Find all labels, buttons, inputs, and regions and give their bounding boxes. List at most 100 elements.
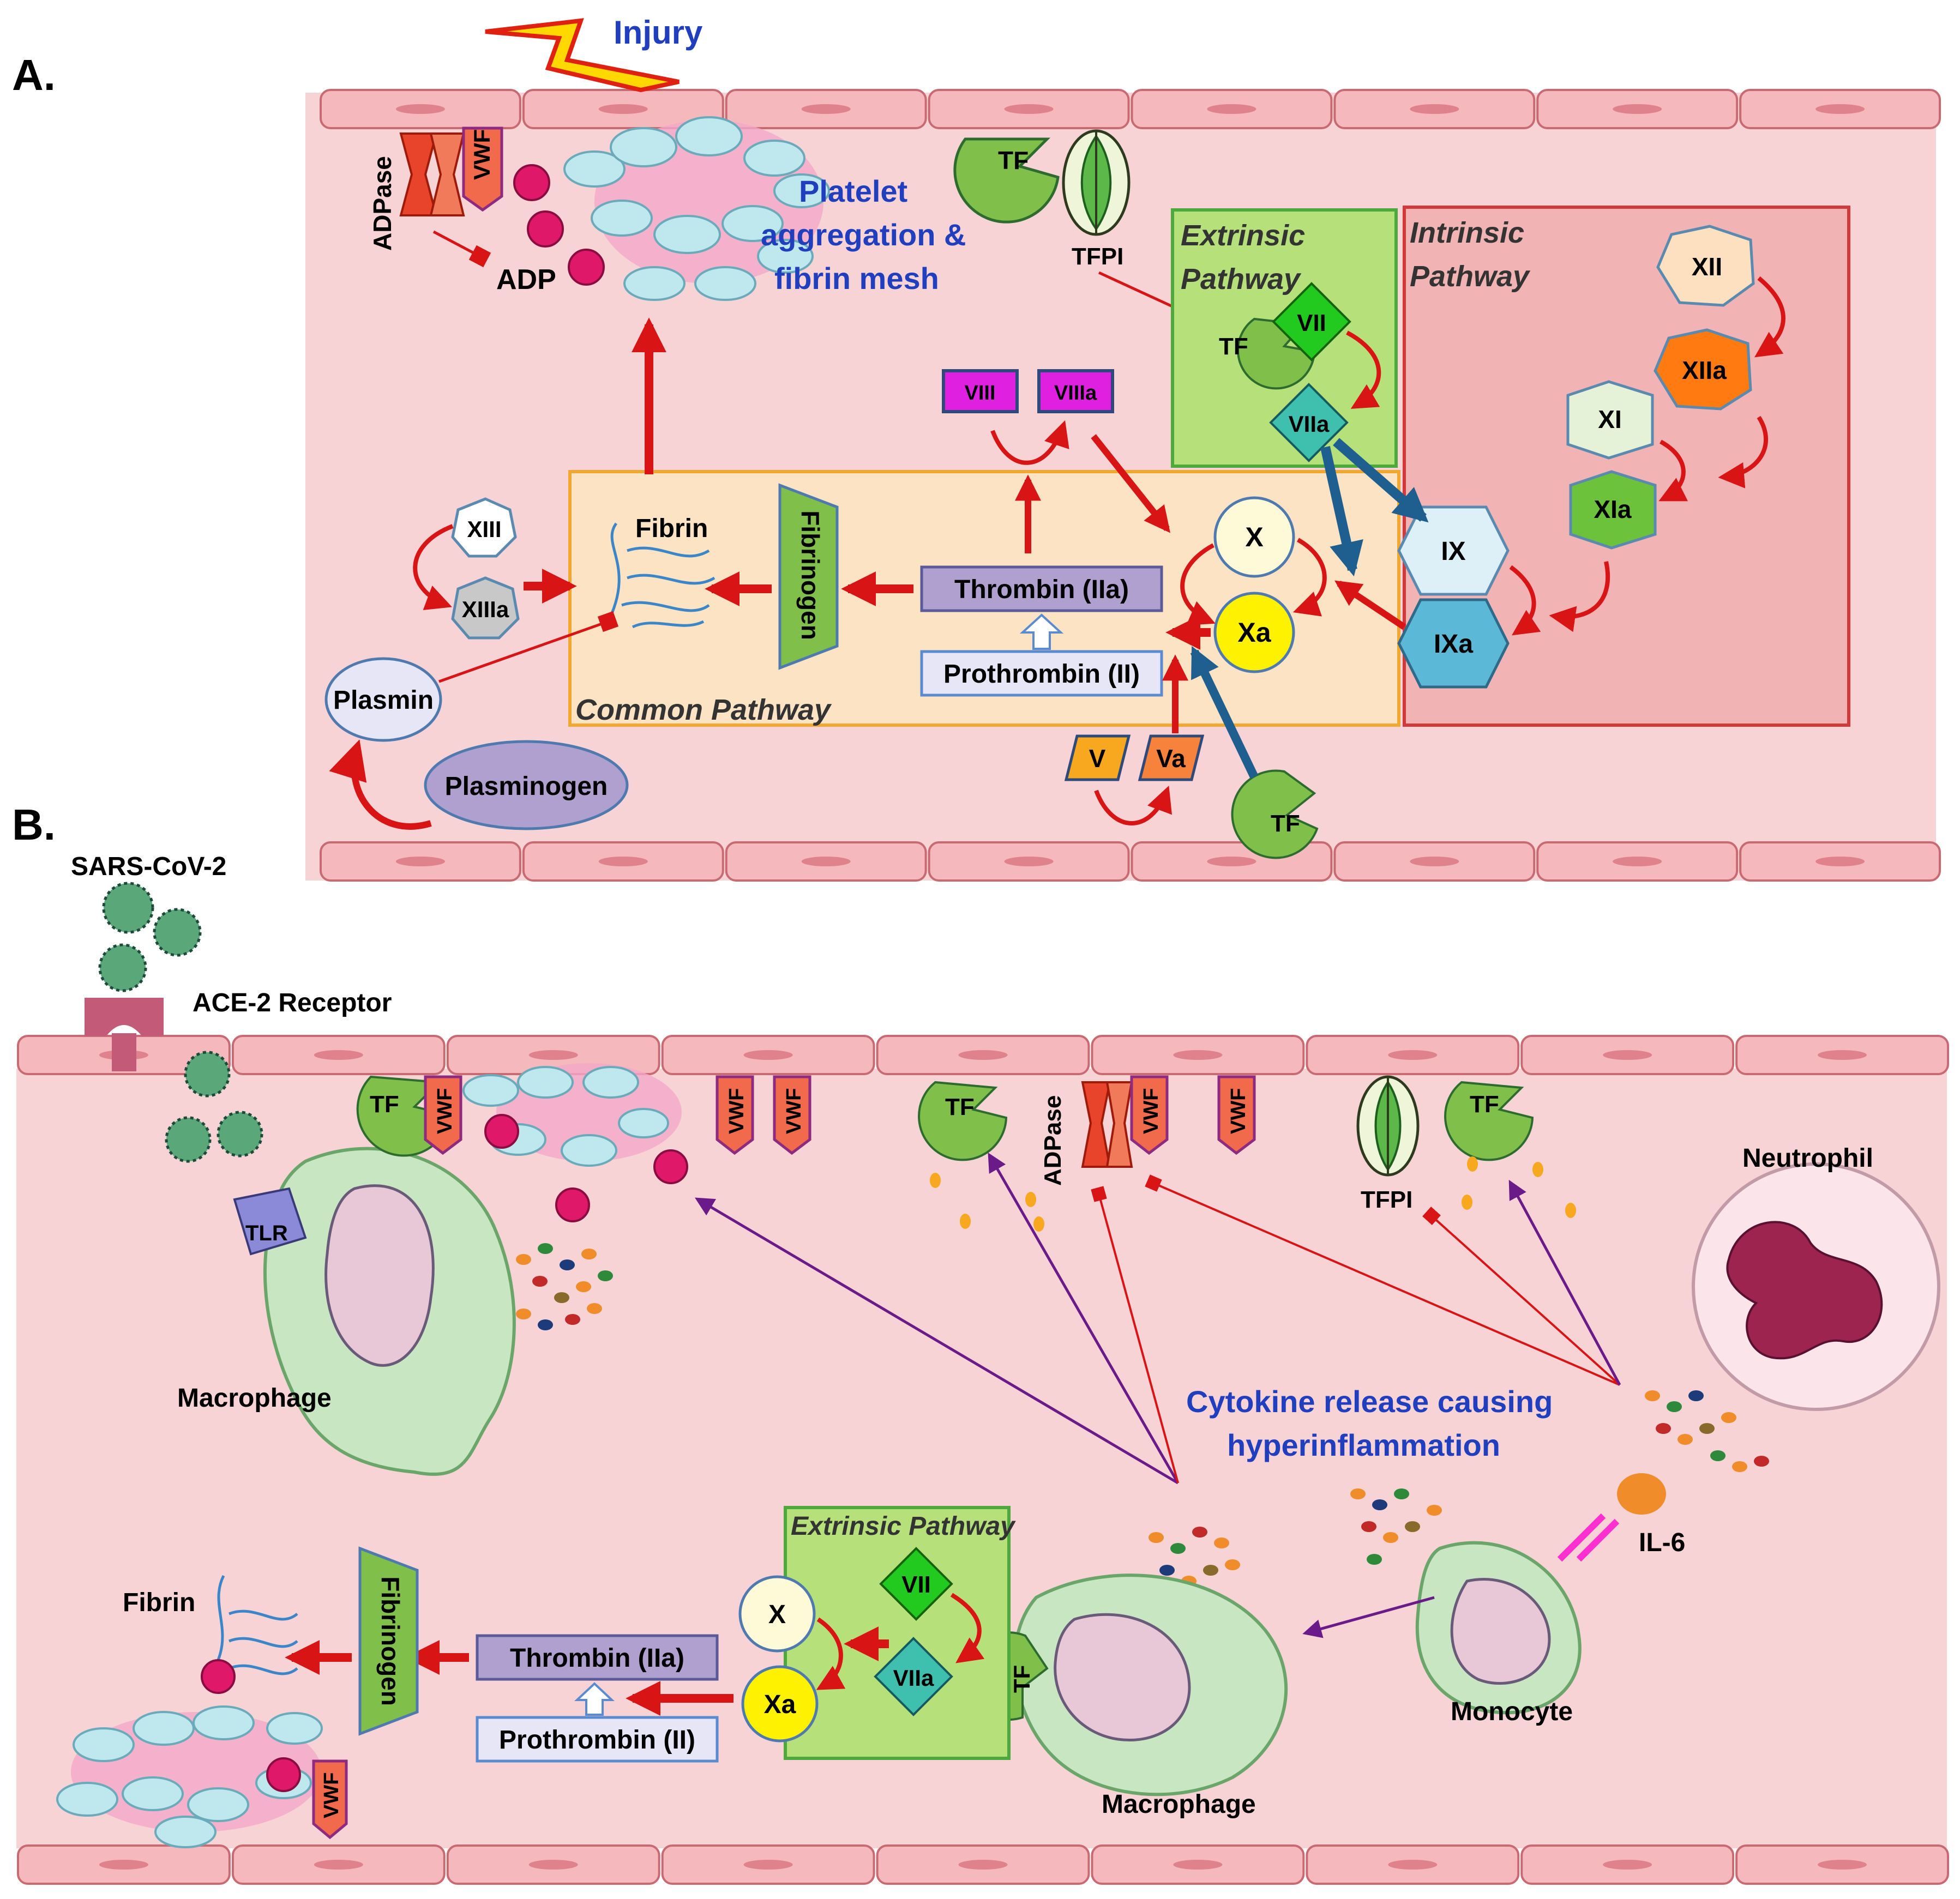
vwf-icon-b2: VWF (716, 1075, 754, 1155)
ix-to-ixa-arrow (1509, 565, 1541, 636)
endothelial-nucleus (1207, 104, 1256, 114)
endothelial-nucleus (1818, 1050, 1867, 1060)
adpase-icon-b (1081, 1081, 1133, 1168)
tfpi-icon-top (1062, 129, 1131, 236)
endothelial-nucleus (958, 1860, 1008, 1870)
prothrombin-to-thrombin-arrow (1019, 613, 1064, 650)
svg-text:VIII: VIII (964, 382, 995, 405)
endothelial-nucleus (801, 104, 851, 114)
factor-v-icon: V (1064, 734, 1131, 781)
svg-text:Prothrombin (II): Prothrombin (II) (943, 660, 1140, 689)
adpase-label: ADPase (368, 156, 396, 251)
tfpi-label-b: TFPI (1361, 1186, 1412, 1213)
factor-vii-icon: VII (1272, 282, 1351, 361)
xi-to-xia-arrow (1658, 439, 1688, 502)
vwf-icon-b4: VWF (1130, 1075, 1169, 1155)
plasmin-node: Plasmin (324, 657, 442, 742)
svg-text:TF: TF (1470, 1091, 1499, 1118)
svg-text:VWF: VWF (320, 1773, 343, 1818)
svg-text:XIIIa: XIIIa (462, 596, 509, 622)
prothrombin-to-thrombin-arrow-b (574, 1682, 615, 1716)
vwf-icon-b3: VWF (773, 1075, 811, 1155)
endothelial-nucleus (395, 104, 445, 114)
svg-text:VWF: VWF (1140, 1088, 1163, 1134)
prothrombin-box-b: Prothrombin (II) (476, 1716, 719, 1763)
extrinsic-pathway-box-b (784, 1506, 1011, 1760)
svg-text:VWF: VWF (783, 1088, 805, 1134)
x-to-xa-arrow-left (1180, 543, 1216, 625)
factor-xi-icon: XI (1566, 380, 1654, 460)
platelet-caption: Platelet aggregation & fibrin mesh (761, 174, 975, 296)
tlr-icon: TLR (233, 1187, 307, 1256)
endothelial-nucleus (1388, 1860, 1438, 1870)
cytokine-caption: Cytokine release causing hyperinflammati… (1186, 1384, 1561, 1462)
vii-to-viia-arrow (1346, 330, 1381, 409)
viia-activates-ix-arrow (1333, 438, 1429, 523)
il6-label: IL-6 (1639, 1528, 1685, 1557)
factor-x-icon: X (1213, 496, 1295, 578)
xia-activates-ix-arrow (1549, 561, 1610, 632)
adpase-label-b: ADPase (1039, 1095, 1066, 1186)
endothelial-nucleus (1818, 1860, 1867, 1870)
thrombin-box: Thrombin (IIa) (920, 565, 1163, 612)
endothelial-nucleus (1815, 104, 1865, 114)
svg-text:Va: Va (1156, 744, 1186, 773)
viia-activates-x-arrow (1320, 446, 1363, 577)
adp-label: ADP (496, 264, 556, 296)
neutrophil-inhibits-tfpi (1422, 1207, 1621, 1386)
svg-text:VWF: VWF (469, 129, 495, 180)
endothelial-nucleus (598, 857, 648, 866)
adpase-channel-icon (399, 132, 465, 216)
endothelial-nucleus (1388, 1050, 1438, 1060)
panel-b: B. SARS-CoV-2 ACE-2 Receptor TLR Macroph… (12, 800, 1949, 1885)
neutrophil-cell (1692, 1162, 1940, 1411)
cytokine-cluster-1 (516, 1243, 613, 1330)
svg-text:XIIa: XIIa (1682, 356, 1727, 384)
svg-text:X: X (768, 1600, 786, 1629)
endothelial-nucleus (314, 1050, 363, 1060)
svg-text:TF: TF (1271, 810, 1300, 837)
xiia-activates-xi-arrow (1718, 415, 1768, 489)
endothelial-nucleus (1004, 857, 1054, 866)
svg-text:VWF: VWF (434, 1088, 456, 1134)
svg-text:TF: TF (1009, 1665, 1035, 1693)
platelet-clot-b-bottom (56, 1659, 323, 1848)
fibrin-strands (604, 522, 716, 629)
vwf-icon-b5: VWF (1217, 1075, 1256, 1155)
svg-text:Plasmin: Plasmin (333, 686, 434, 715)
factor-va-icon: Va (1138, 734, 1205, 781)
endothelial-nucleus (1207, 857, 1256, 866)
endothelial-nucleus (1410, 104, 1459, 114)
prothrombin-box: Prothrombin (II) (920, 650, 1163, 697)
factor-xia-icon: XIa (1569, 470, 1657, 550)
endothelial-nucleus (314, 1860, 363, 1870)
svg-text:TLR: TLR (245, 1221, 288, 1245)
endothelial-nucleus (1603, 1050, 1652, 1060)
macrophage-inhibits-adpase (1091, 1186, 1179, 1484)
svg-text:VIIa: VIIa (893, 1665, 934, 1691)
endothelial-nucleus (598, 104, 648, 114)
tf-icon-extrinsic: TF (1219, 317, 1316, 390)
endothelial-nucleus (99, 1860, 148, 1870)
cytokine-cluster-3 (1350, 1488, 1442, 1565)
tf-particles (930, 1156, 1576, 1232)
injury-bolt-icon (485, 18, 680, 93)
factor-ix-icon: IX (1397, 505, 1510, 596)
sars-cov-2-label: SARS-CoV-2 (71, 852, 226, 881)
intrinsic-title: Intrinsic Pathway (1410, 216, 1532, 293)
platelet-clot (563, 116, 830, 301)
svg-text:VWF: VWF (1227, 1088, 1250, 1134)
svg-text:VII: VII (1297, 310, 1326, 336)
vessel-wall-bottom-a (320, 841, 1941, 882)
svg-text:IXa: IXa (1434, 630, 1473, 659)
platelet-clot-b (462, 1063, 688, 1222)
macrophage-1-label: Macrophage (177, 1384, 332, 1413)
factor-x-icon-b: X (738, 1575, 816, 1653)
neutrophil-label: Neutrophil (1742, 1144, 1873, 1173)
svg-text:TF: TF (1219, 333, 1248, 360)
fibrinogen-shape: Fibrinogen (778, 483, 839, 670)
vessel-wall-bottom-b (17, 1844, 1949, 1885)
monocyte-to-macrophage-arrow (1302, 1596, 1435, 1638)
factor-vii-icon-b: VII (879, 1547, 953, 1621)
